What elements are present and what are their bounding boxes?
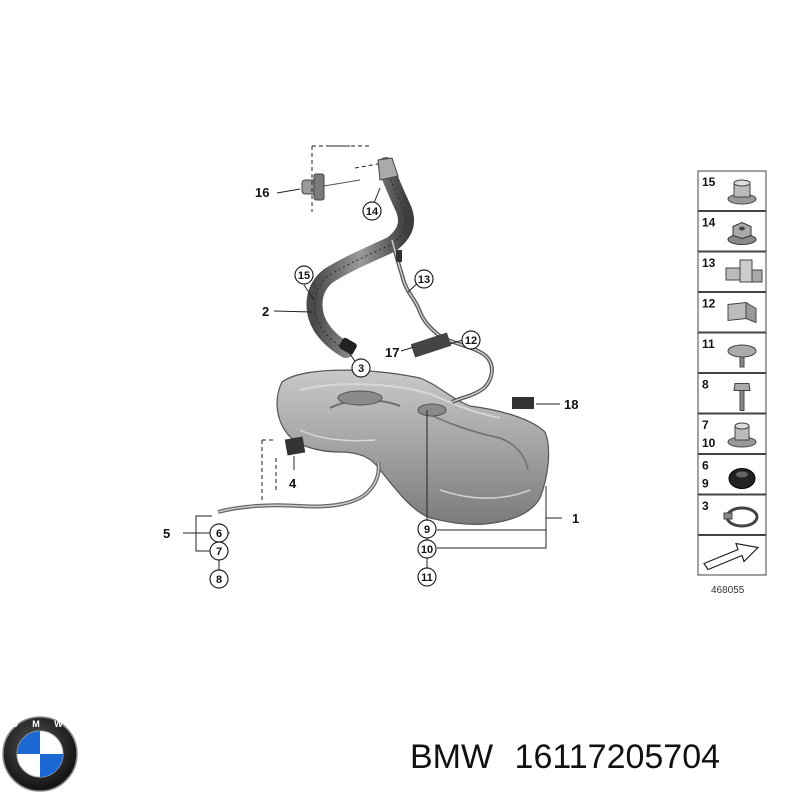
hose-clamp-icon — [723, 506, 759, 528]
parts-panel-label: 8 — [702, 378, 709, 392]
callout-1: 1 — [572, 511, 579, 526]
holder-clip-icon — [727, 301, 757, 324]
parts-panel-cell: 13 — [697, 251, 767, 292]
parts-panel-cell: 15 — [697, 170, 767, 211]
hex-nut-icon — [727, 221, 757, 245]
circled-callout-labels: 14 15 3 13 12 6 7 8 9 10 11 — [216, 206, 477, 586]
expanding-rivet-icon — [727, 344, 757, 368]
parts-panel-cell: 710 — [697, 413, 767, 454]
flange-nut-icon — [727, 422, 757, 448]
pad-part-4 — [284, 436, 306, 456]
parts-panel-label: 12 — [702, 297, 716, 311]
pad-part-17 — [410, 332, 452, 358]
parts-panel-label: 6 — [702, 459, 709, 473]
parts-panel-cell — [697, 535, 767, 576]
svg-text:B M W: B M W — [11, 719, 69, 729]
callout-6: 6 — [216, 528, 222, 540]
parts-panel-label: 13 — [702, 256, 716, 270]
callout-labels: 16 2 17 18 4 5 1 — [163, 185, 579, 541]
direction-arrow-icon — [703, 542, 760, 571]
callout-17: 17 — [385, 345, 399, 360]
parts-panel-cell: 3 — [697, 494, 767, 535]
pad-part-18 — [512, 397, 534, 409]
part-number: 16117205704 — [514, 738, 721, 776]
callout-10: 10 — [421, 544, 433, 556]
callout-4: 4 — [289, 476, 297, 491]
valve-part-16 — [301, 173, 361, 201]
parts-panel-label: 7 — [702, 418, 709, 432]
parts-panel-cell: 8 — [697, 373, 767, 414]
bmw-logo: B M W — [2, 716, 78, 792]
parts-panel-label: 3 — [702, 499, 709, 513]
callout-13: 13 — [418, 274, 430, 286]
parts-panel-label: 14 — [702, 216, 716, 230]
parts-panel-cell: 14 — [697, 211, 767, 252]
callout-12: 12 — [465, 335, 477, 347]
cable-clip-icon — [725, 259, 763, 283]
breather-line — [217, 461, 381, 514]
parts-panel-label: 11 — [702, 337, 715, 351]
fuel-tank — [276, 369, 550, 525]
bolt-icon — [733, 383, 751, 411]
callout-9: 9 — [424, 524, 430, 536]
callout-14: 14 — [366, 206, 379, 218]
part-caption: BMW 16117205704 — [410, 738, 720, 777]
callout-16: 16 — [255, 185, 269, 200]
collar-nut-icon — [727, 179, 757, 205]
brand-name: BMW — [410, 738, 494, 776]
filler-neck — [306, 157, 415, 358]
parts-panel-cell: 11 — [697, 332, 767, 373]
callout-7: 7 — [216, 546, 222, 558]
diagram-number: 468055 — [711, 585, 745, 596]
callout-18: 18 — [564, 397, 578, 412]
parts-panel-label: 10 — [702, 436, 716, 450]
parts-panel-label: 9 — [702, 477, 709, 491]
circled-callouts — [209, 201, 481, 589]
rubber-grommet-icon — [728, 468, 756, 489]
callout-2: 2 — [262, 304, 269, 319]
parts-panel-cell: 69 — [697, 454, 767, 495]
leader-lines — [183, 145, 562, 572]
callout-8: 8 — [216, 574, 222, 586]
callout-3: 3 — [358, 363, 364, 375]
parts-panel-cell: 12 — [697, 292, 767, 333]
parts-panel-label: 15 — [702, 175, 716, 189]
callout-11: 11 — [421, 572, 433, 584]
callout-15: 15 — [298, 270, 310, 282]
callout-5: 5 — [163, 526, 170, 541]
